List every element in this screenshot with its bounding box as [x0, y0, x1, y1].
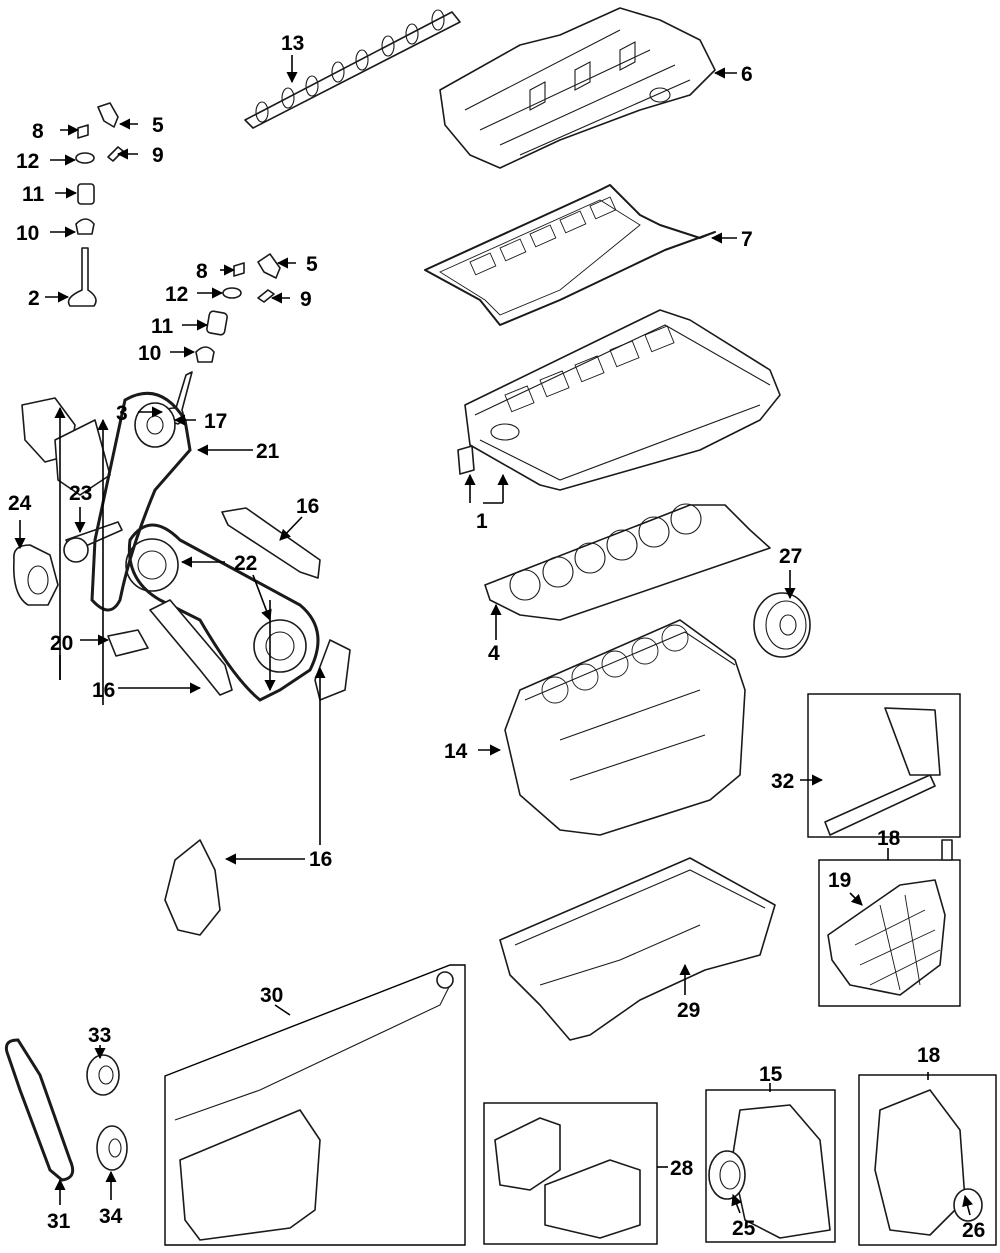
oil-cooler-box	[483, 1102, 658, 1245]
callout-34: 34	[99, 1205, 123, 1228]
crankshaft-pulley	[753, 592, 811, 658]
callout-2: 2	[28, 287, 40, 310]
callout-16-bottom: 16	[309, 848, 332, 871]
oil-pan	[499, 857, 776, 1041]
callout-18-upper: 18	[877, 827, 901, 850]
callout-5-intake: 5	[306, 253, 318, 276]
cylinder-head	[457, 309, 781, 491]
front-cover-box	[705, 1089, 836, 1243]
callout-23: 23	[69, 482, 92, 505]
callout-18-lower: 18	[917, 1044, 941, 1067]
callout-27: 27	[779, 545, 802, 568]
upper-cover-box	[818, 859, 961, 1007]
oil-pump-sprocket-small	[86, 1054, 120, 1096]
callout-1: 1	[476, 510, 488, 533]
central-bolt	[63, 521, 123, 563]
chain-tensioner	[107, 629, 149, 657]
camshaft-sprockets	[125, 538, 307, 673]
callout-29: 29	[677, 999, 700, 1022]
callout-8-exhaust: 8	[32, 120, 44, 143]
callout-9-exhaust: 9	[152, 144, 164, 167]
lower-timing-chain	[90, 391, 192, 612]
callout-8-intake: 8	[196, 260, 208, 283]
crank-sprocket	[134, 402, 176, 448]
callout-16-top: 16	[296, 495, 319, 518]
callout-26: 26	[962, 1219, 985, 1242]
callout-32: 32	[771, 770, 794, 793]
oil-pump-box	[164, 964, 466, 1246]
leader-lines	[14, 55, 973, 1216]
callout-11-exhaust: 11	[22, 183, 45, 206]
chain-guide-upper	[221, 507, 321, 579]
callout-12-intake: 12	[165, 283, 188, 306]
callout-19: 19	[828, 869, 851, 892]
vanos-unit	[12, 544, 59, 606]
callout-14: 14	[444, 740, 468, 763]
callout-5-exhaust: 5	[152, 114, 164, 137]
callout-10-exhaust: 10	[16, 222, 39, 245]
head-gasket	[484, 503, 771, 621]
callout-11-intake: 11	[151, 315, 174, 338]
callout-17: 17	[204, 410, 227, 433]
callout-33: 33	[88, 1024, 111, 1047]
callout-4: 4	[488, 642, 500, 665]
lower-guide	[54, 419, 111, 496]
callout-20: 20	[50, 632, 73, 655]
callout-9-intake: 9	[300, 288, 312, 311]
valve-train-exhaust	[67, 102, 124, 307]
callout-25: 25	[732, 1217, 756, 1240]
callout-labels: 13 6 7 1 4 27 14 32 18 19 29 30 33 31 34…	[8, 32, 985, 1242]
callout-10-intake: 10	[138, 342, 161, 365]
callout-12-exhaust: 12	[16, 150, 39, 173]
callout-16-middle: 16	[92, 679, 115, 702]
camshaft	[244, 9, 461, 129]
callout-21: 21	[256, 440, 280, 463]
callout-3: 3	[116, 402, 128, 425]
callout-31: 31	[47, 1210, 71, 1233]
lower-tensioner	[164, 839, 221, 936]
upper-timing-chain	[127, 523, 320, 702]
oil-pipe-box	[807, 693, 961, 861]
chain-guide-left	[149, 599, 233, 696]
callout-15: 15	[759, 1063, 783, 1086]
callout-22: 22	[234, 552, 257, 575]
engine-block	[504, 619, 746, 836]
valve-train-intake	[160, 253, 281, 425]
callout-7: 7	[741, 228, 753, 251]
valve-cover	[439, 7, 716, 169]
callout-6: 6	[741, 63, 753, 86]
callout-24: 24	[8, 492, 32, 515]
oil-pump-chain	[4, 1038, 75, 1182]
callout-30: 30	[260, 984, 283, 1007]
callout-28: 28	[670, 1157, 694, 1180]
valve-cover-gasket	[424, 184, 716, 326]
oil-pump-sprocket-large	[96, 1125, 128, 1171]
callout-13: 13	[281, 32, 304, 55]
